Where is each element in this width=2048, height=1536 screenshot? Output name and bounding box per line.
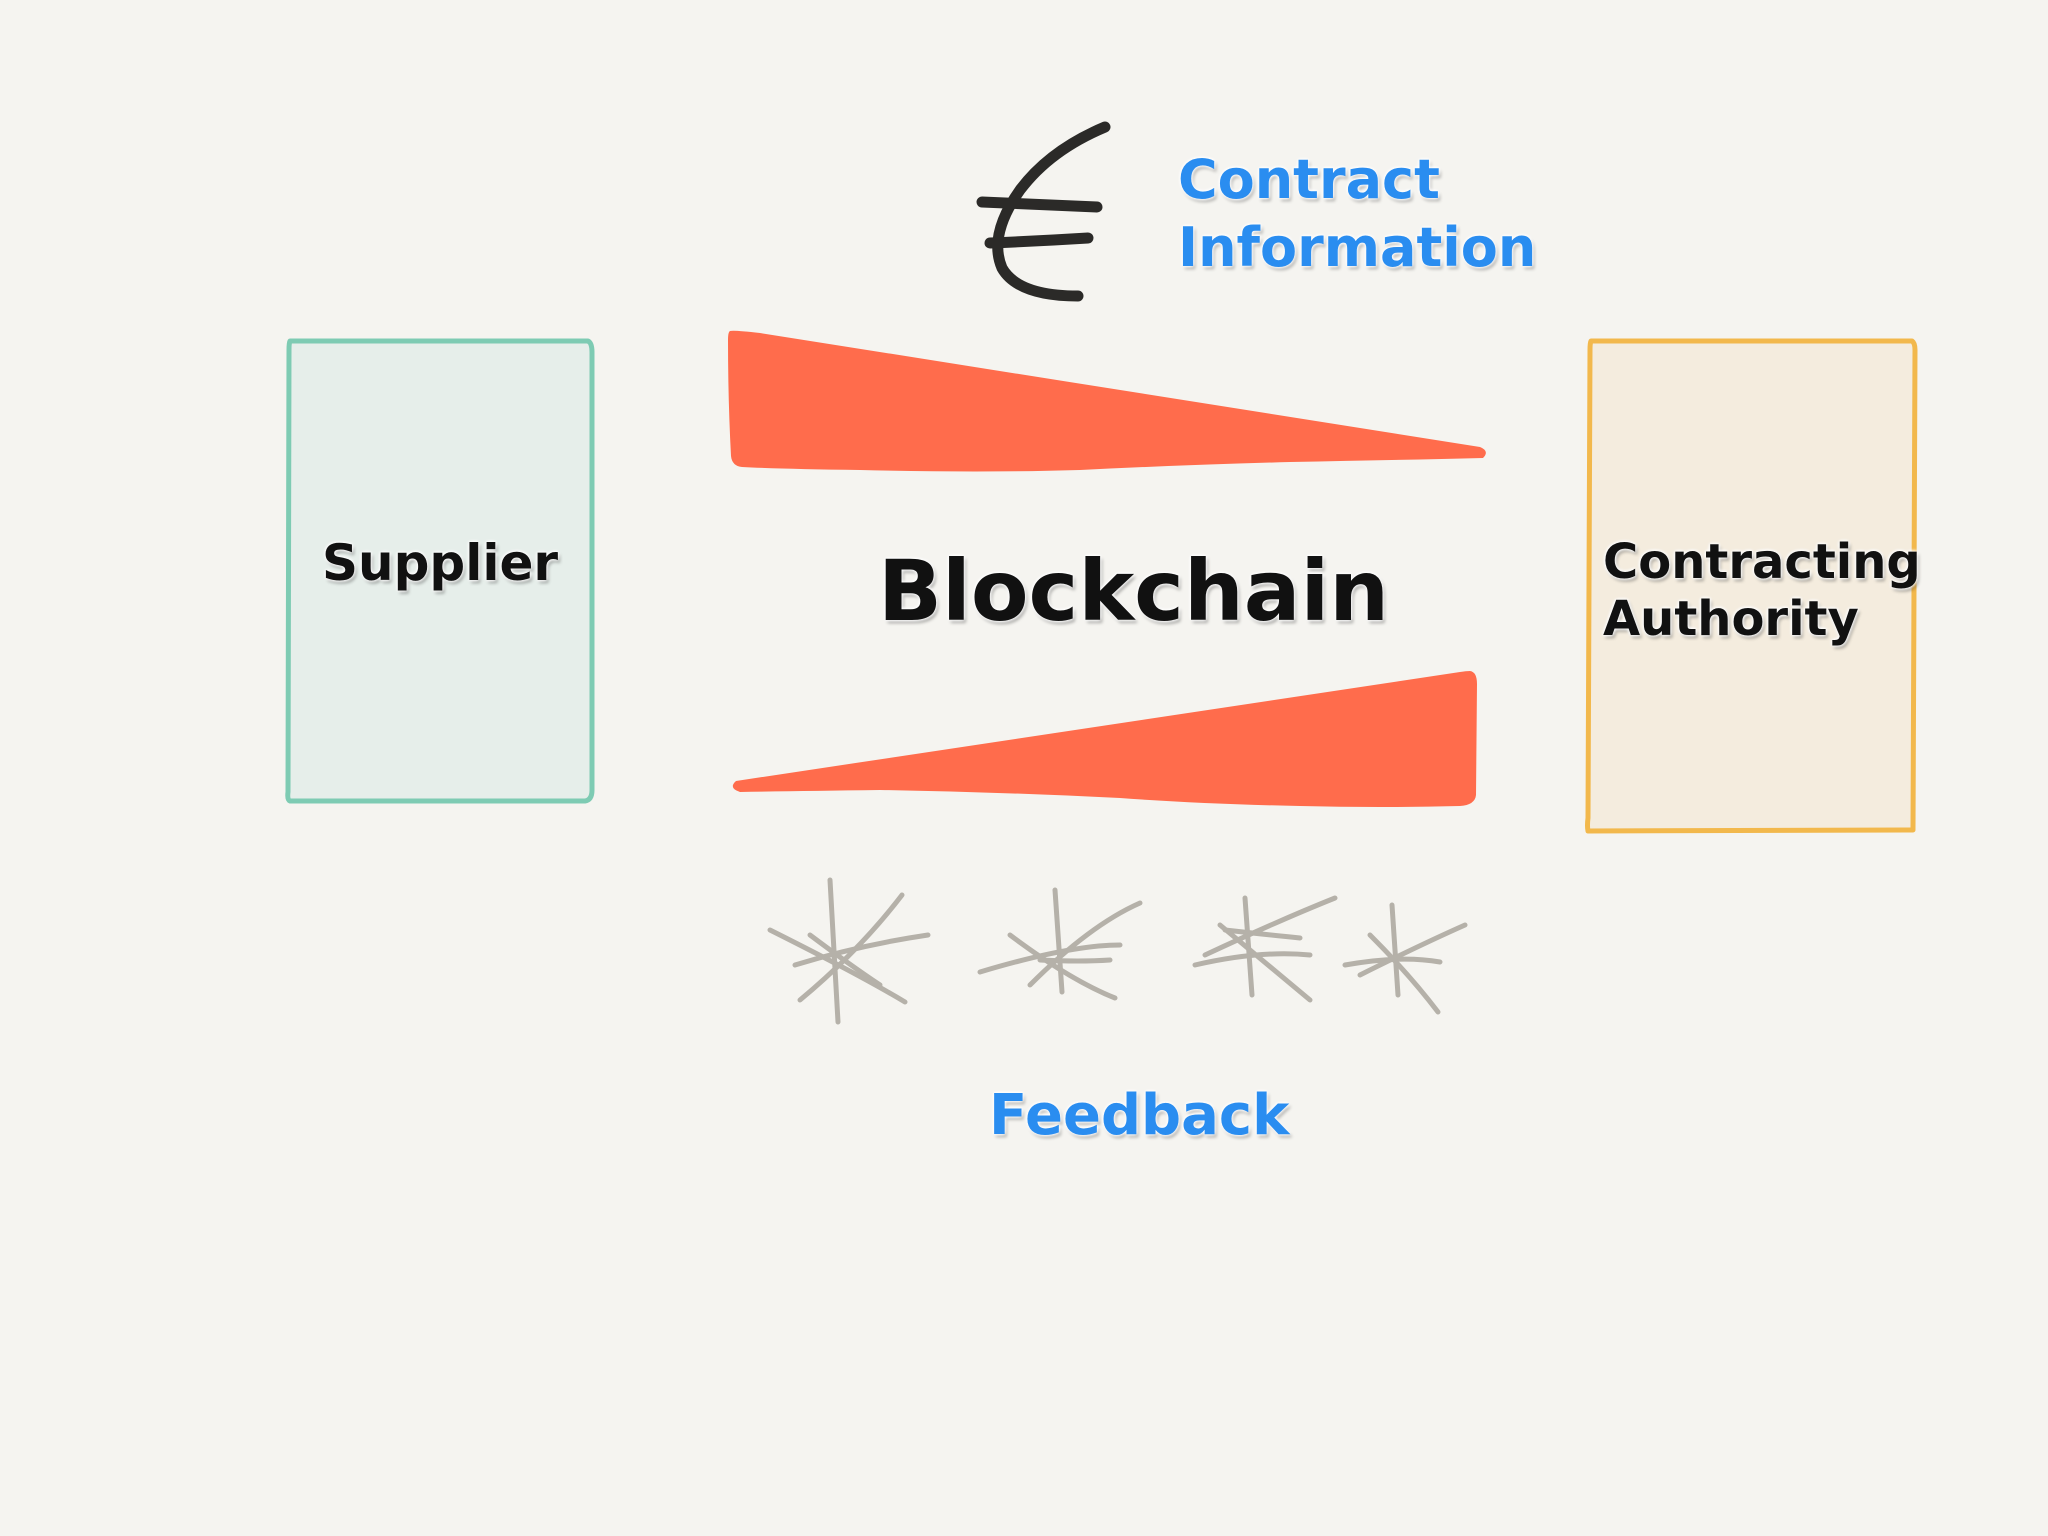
star-icon-2 xyxy=(977,887,1143,1001)
supplier-box xyxy=(285,338,595,804)
contracting-authority-label-line1: Contracting xyxy=(1603,534,1921,590)
contracting-authority-label: Contracting Authority xyxy=(1603,534,1921,647)
euro-icon xyxy=(976,121,1111,302)
star-icon-1 xyxy=(767,877,931,1025)
rating-stars xyxy=(767,877,1468,1025)
contracting-authority-box xyxy=(1585,338,1918,834)
bottom-arrow xyxy=(732,671,1477,807)
top-arrow xyxy=(728,330,1486,472)
contract-information-label-line2: Information xyxy=(1178,215,1537,279)
contract-information-label-line1: Contract xyxy=(1178,148,1440,211)
contracting-authority-label-line2: Authority xyxy=(1603,590,1859,647)
blockchain-label: Blockchain xyxy=(878,542,1390,640)
contract-information-label: Contract Information xyxy=(1178,146,1536,281)
star-icon-4 xyxy=(1342,902,1468,1015)
supplier-label: Supplier xyxy=(322,534,559,592)
feedback-label: Feedback xyxy=(989,1083,1290,1148)
star-icon-3 xyxy=(1192,895,1338,1003)
